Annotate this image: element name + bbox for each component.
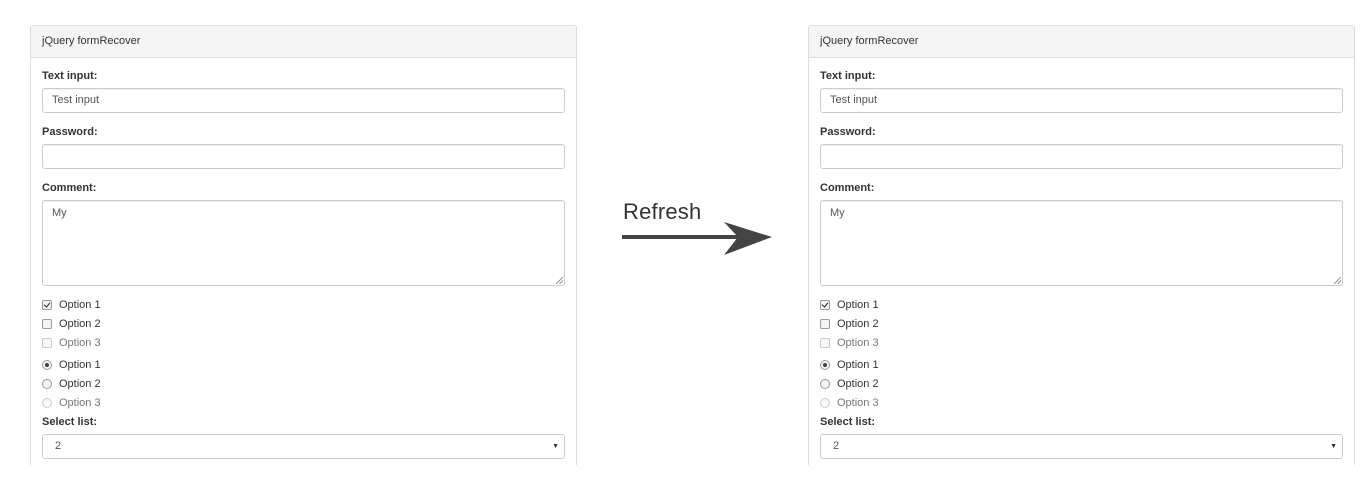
comment-value: My [52, 207, 67, 219]
checkbox-label: Option 3 [837, 336, 879, 349]
radio-unselected-icon[interactable] [42, 378, 52, 389]
text-input[interactable]: Test input [42, 88, 565, 113]
radio-unselected-icon[interactable] [820, 378, 830, 389]
radio-label: Option 1 [59, 358, 101, 371]
panel-title: jQuery formRecover [809, 26, 1354, 58]
radio-selected-icon[interactable] [820, 359, 830, 370]
password-input[interactable] [42, 144, 565, 169]
checkbox-label: Option 3 [59, 336, 101, 349]
arrow-right-icon [622, 222, 772, 255]
text-input[interactable]: Test input [820, 88, 1343, 113]
select-list[interactable]: 2 ▼ [42, 434, 565, 459]
caret-down-icon: ▼ [552, 443, 559, 450]
password-input[interactable] [820, 144, 1343, 169]
text-input-label: Text input: [42, 70, 98, 82]
comment-textarea[interactable]: My [820, 200, 1343, 286]
checkbox-option-2[interactable]: Option 2 [42, 314, 565, 333]
radio-label: Option 3 [837, 396, 879, 409]
form-panel-before: jQuery formRecover Text input: Test inpu… [30, 25, 577, 465]
comment-label: Comment: [42, 182, 97, 194]
refresh-label: Refresh [623, 199, 702, 224]
checkbox-option-1[interactable]: Option 1 [820, 295, 1343, 314]
radio-disabled-icon [820, 397, 830, 408]
select-label: Select list: [42, 416, 98, 428]
checkbox-option-2[interactable]: Option 2 [820, 314, 1343, 333]
select-value: 2 [833, 440, 840, 452]
checkbox-label: Option 1 [837, 298, 879, 311]
comment-value: My [830, 207, 845, 219]
select-label: Select list: [820, 416, 876, 428]
radio-selected-icon[interactable] [42, 359, 52, 370]
radio-label: Option 1 [837, 358, 879, 371]
resize-handle-icon[interactable] [1334, 277, 1341, 284]
comment-textarea[interactable]: My [42, 200, 565, 286]
checkbox-option-3: Option 3 [820, 333, 1343, 352]
checkbox-option-1[interactable]: Option 1 [42, 295, 565, 314]
select-value: 2 [55, 440, 62, 452]
checkbox-unchecked-icon[interactable] [42, 318, 52, 329]
form-panel-after: jQuery formRecover Text input: Test inpu… [808, 25, 1355, 465]
checkbox-checked-icon[interactable] [820, 299, 830, 310]
caret-down-icon: ▼ [1330, 443, 1337, 450]
checkbox-option-3: Option 3 [42, 333, 565, 352]
checkbox-label: Option 1 [59, 298, 101, 311]
checkbox-disabled-icon [820, 337, 830, 348]
radio-option-3: Option 3 [42, 393, 565, 412]
radio-label: Option 3 [59, 396, 101, 409]
text-input-label: Text input: [820, 70, 876, 82]
panel-title: jQuery formRecover [31, 26, 576, 58]
radio-option-1[interactable]: Option 1 [820, 355, 1343, 374]
password-label: Password: [820, 126, 876, 138]
password-label: Password: [42, 126, 98, 138]
checkbox-unchecked-icon[interactable] [820, 318, 830, 329]
radio-option-2[interactable]: Option 2 [42, 374, 565, 393]
radio-option-2[interactable]: Option 2 [820, 374, 1343, 393]
checkbox-label: Option 2 [59, 317, 101, 330]
comment-label: Comment: [820, 182, 875, 194]
checkbox-checked-icon[interactable] [42, 299, 52, 310]
radio-label: Option 2 [837, 377, 879, 390]
checkbox-label: Option 2 [837, 317, 879, 330]
select-list[interactable]: 2 ▼ [820, 434, 1343, 459]
resize-handle-icon[interactable] [556, 277, 563, 284]
radio-label: Option 2 [59, 377, 101, 390]
radio-option-1[interactable]: Option 1 [42, 355, 565, 374]
radio-option-3: Option 3 [820, 393, 1343, 412]
radio-disabled-icon [42, 397, 52, 408]
checkbox-disabled-icon [42, 337, 52, 348]
